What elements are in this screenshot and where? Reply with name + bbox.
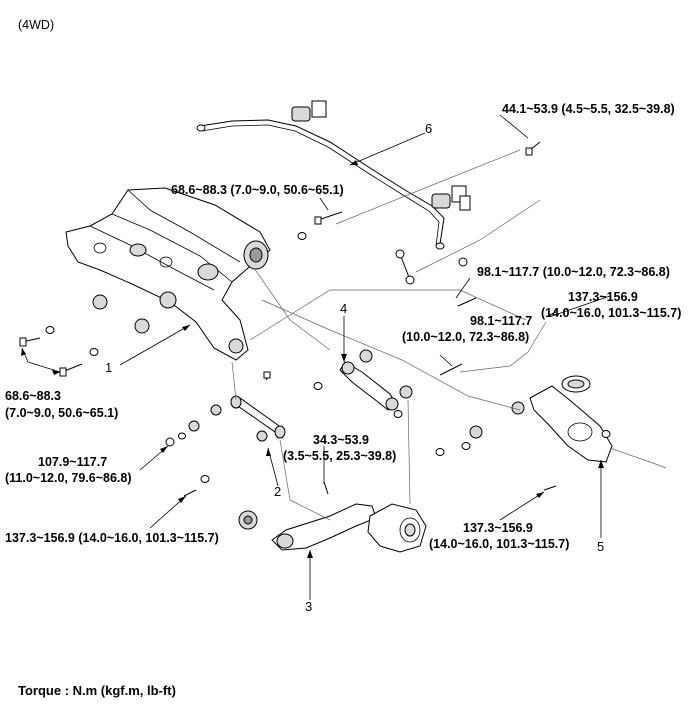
- torque-upper-arm-1: 98.1~117.7 (10.0~12.0, 72.3~86.8): [477, 265, 670, 279]
- torque-upper-arm-link-b: (3.5~5.5, 25.3~39.8): [283, 449, 397, 463]
- assist-arm: [165, 371, 286, 483]
- leader-lines: [21, 114, 611, 600]
- callout-3: 3: [305, 599, 313, 614]
- torque-assist-arm-b: (11.0~12.0, 79.6~86.8): [5, 471, 132, 485]
- callout-6: 6: [425, 121, 433, 136]
- torque-assist-arm-a: 107.9~117.7: [38, 455, 108, 469]
- torque-lower-arm-top-a: 137.3~156.9: [568, 290, 638, 304]
- assembly-lines: [231, 149, 667, 521]
- torque-stabilizer-bolt: 44.1~53.9 (4.5~5.5, 32.5~39.8): [502, 102, 675, 116]
- variant-label: (4WD): [18, 18, 55, 32]
- torque-lower-arm-bottom-b: (14.0~16.0, 101.3~115.7): [429, 537, 570, 551]
- trailing-arm: [183, 481, 427, 553]
- torque-upper-arm-2-a: 98.1~117.7: [470, 314, 533, 328]
- torque-crossmember-left-2: (7.0~9.0, 50.6~65.1): [5, 406, 119, 420]
- lower-arm: [435, 311, 613, 491]
- callout-1: 1: [105, 360, 113, 375]
- torque-upper-arm-2-b: (10.0~12.0, 72.3~86.8): [402, 330, 530, 344]
- torque-units-footer: Torque : N.m (kgf.m, lb-ft): [18, 683, 176, 698]
- torque-lower-arm-bottom-a: 137.3~156.9: [463, 521, 533, 535]
- torque-upper-arm-link-a: 34.3~53.9: [313, 433, 369, 447]
- crossmember: [65, 187, 271, 361]
- stabilizer-bar: [196, 100, 471, 285]
- callout-2: 2: [274, 484, 282, 499]
- callout-5: 5: [597, 539, 605, 554]
- callout-4: 4: [340, 301, 348, 316]
- torque-trailing-arm-bolt: 137.3~156.9 (14.0~16.0, 101.3~115.7): [5, 531, 219, 545]
- upper-arm: [313, 297, 477, 418]
- torque-crossmember-left-1: 68.6~88.3: [5, 389, 61, 403]
- torque-crossmember-top: 68.6~88.3 (7.0~9.0, 50.6~65.1): [171, 183, 344, 197]
- torque-lower-arm-top-b: (14.0~16.0, 101.3~115.7): [541, 306, 682, 320]
